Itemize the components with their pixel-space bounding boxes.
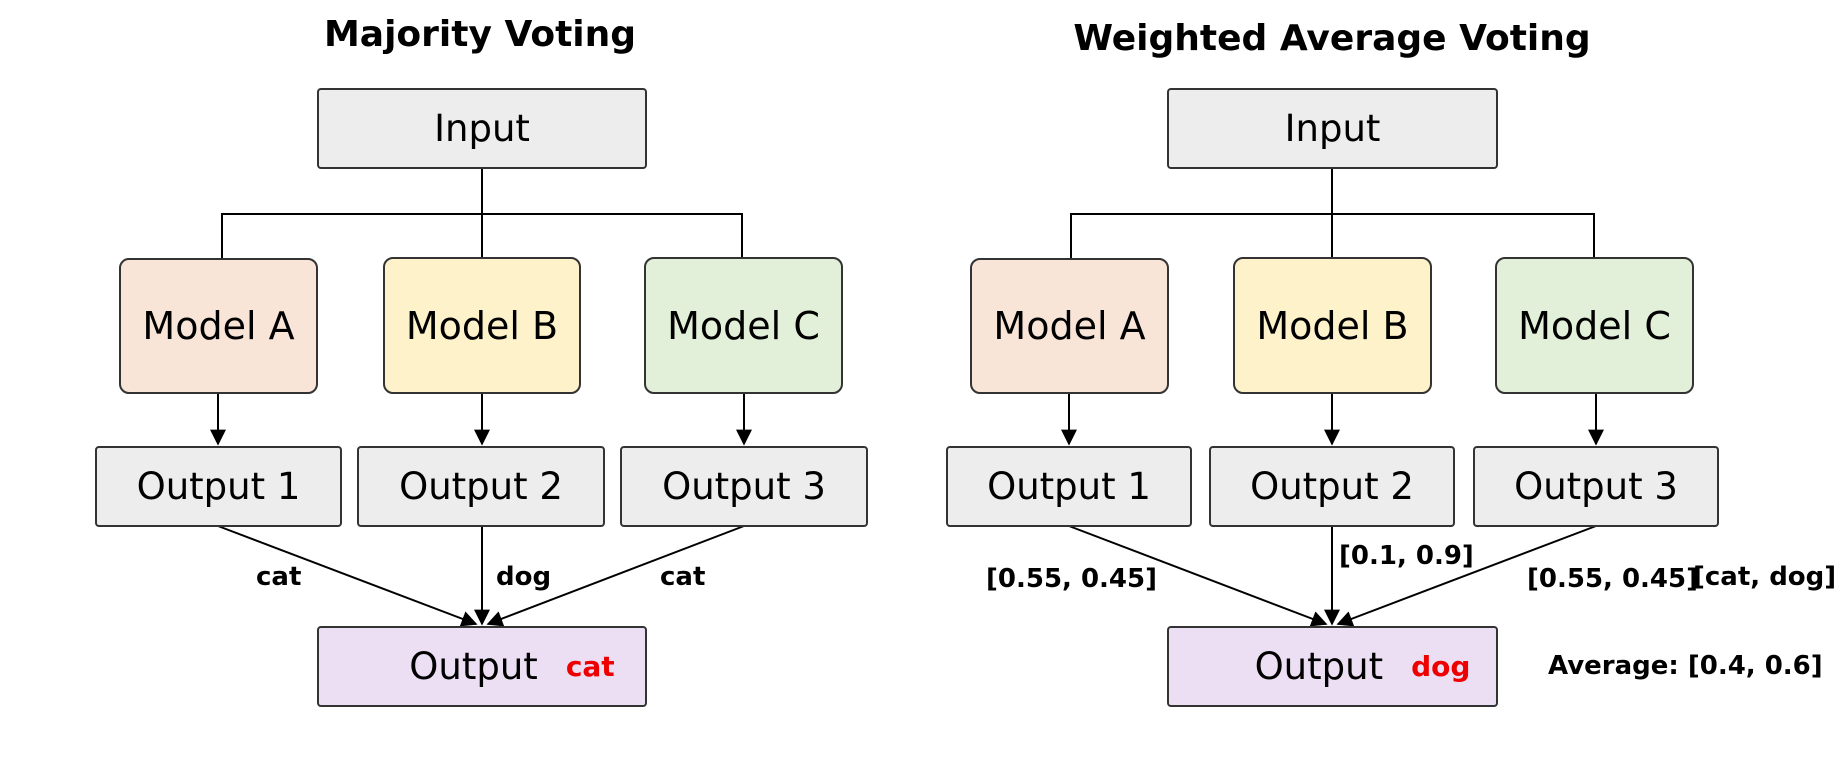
average-label: Average: [0.4, 0.6] [1548,651,1823,681]
output-2-label: Output 2 [399,465,563,508]
weighted-output-2-box: Output 2 [1209,446,1455,527]
majority-output-3-box: Output 3 [620,446,868,527]
final-output-label: Output [1254,645,1384,688]
final-result-label: dog [1411,650,1471,683]
final-result-label: cat [565,650,615,683]
model-a-label: Model A [993,304,1146,348]
output-2-label: Output 2 [1250,465,1414,508]
input-label: Input [434,107,530,150]
input-split-line [1070,213,1595,258]
output-1-label: Output 1 [136,465,301,508]
vote-2-label: dog [496,562,552,592]
probability-1-label: [0.55, 0.45] [986,564,1157,594]
input-split-line [221,213,743,258]
input-label: Input [1284,107,1381,150]
final-output-label: Output [409,645,538,688]
majority-model-b-box: Model B [383,257,581,394]
output-3-label: Output 3 [1514,465,1678,508]
model-c-label: Model C [1518,303,1671,348]
probability-2-label: [0.1, 0.9] [1339,541,1474,571]
probability-3-label: [0.55, 0.45] [1527,564,1698,594]
model-b-label: Model B [405,303,559,348]
weighted-model-b-box: Model B [1233,257,1432,394]
weighted-input-box: Input [1167,88,1498,169]
model-c-label: Model C [667,303,820,348]
model-b-label: Model B [1256,303,1409,348]
weighted-voting-title: Weighted Average Voting [1073,18,1591,59]
weighted-output-1-box: Output 1 [946,446,1192,527]
output-1-to-final-arrow [1068,525,1328,627]
majority-output-2-box: Output 2 [357,446,605,527]
weighted-final-output-box: Output dog [1167,626,1498,707]
weighted-model-a-box: Model A [970,258,1169,394]
majority-voting-title: Majority Voting [323,14,637,55]
vote-3-label: cat [660,562,706,592]
majority-model-a-box: Model A [119,258,318,394]
majority-input-box: Input [317,88,647,169]
vote-1-label: cat [256,562,302,592]
class-order-label: [cat, dog] [1693,562,1837,592]
majority-final-output-box: Output cat [317,626,647,707]
output-3-to-final-arrow [1336,525,1597,627]
weighted-output-3-box: Output 3 [1473,446,1719,527]
output-3-label: Output 3 [662,465,826,508]
output-1-label: Output 1 [987,465,1151,508]
majority-model-c-box: Model C [644,257,843,394]
output-3-to-final-arrow [486,525,745,627]
majority-output-1-box: Output 1 [95,446,342,527]
weighted-model-c-box: Model C [1495,257,1694,394]
output-1-to-final-arrow [217,525,478,627]
model-a-label: Model A [142,304,295,348]
